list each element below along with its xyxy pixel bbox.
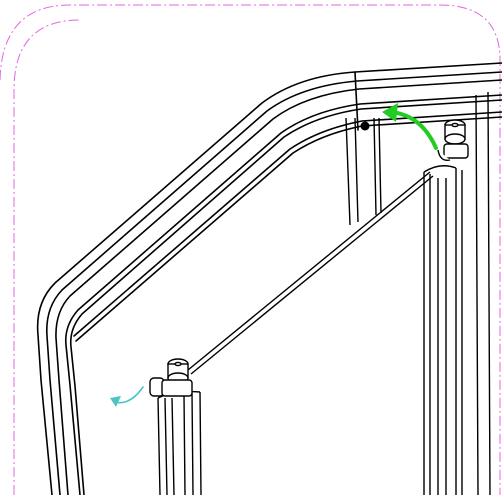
upper-knob-fastener	[437, 119, 469, 161]
curved-arrow-icon	[110, 386, 144, 407]
right-panel-edge	[423, 91, 491, 495]
rail-fastener	[360, 121, 370, 131]
front-panel	[187, 171, 434, 375]
frame-rail	[36, 62, 502, 495]
rear-vertical-post	[345, 117, 382, 226]
lower-knob-fastener	[149, 358, 193, 397]
detail-view-boundary	[0, 4, 501, 495]
left-panel-edge	[157, 390, 202, 495]
curved-arrow-icon	[382, 103, 438, 150]
